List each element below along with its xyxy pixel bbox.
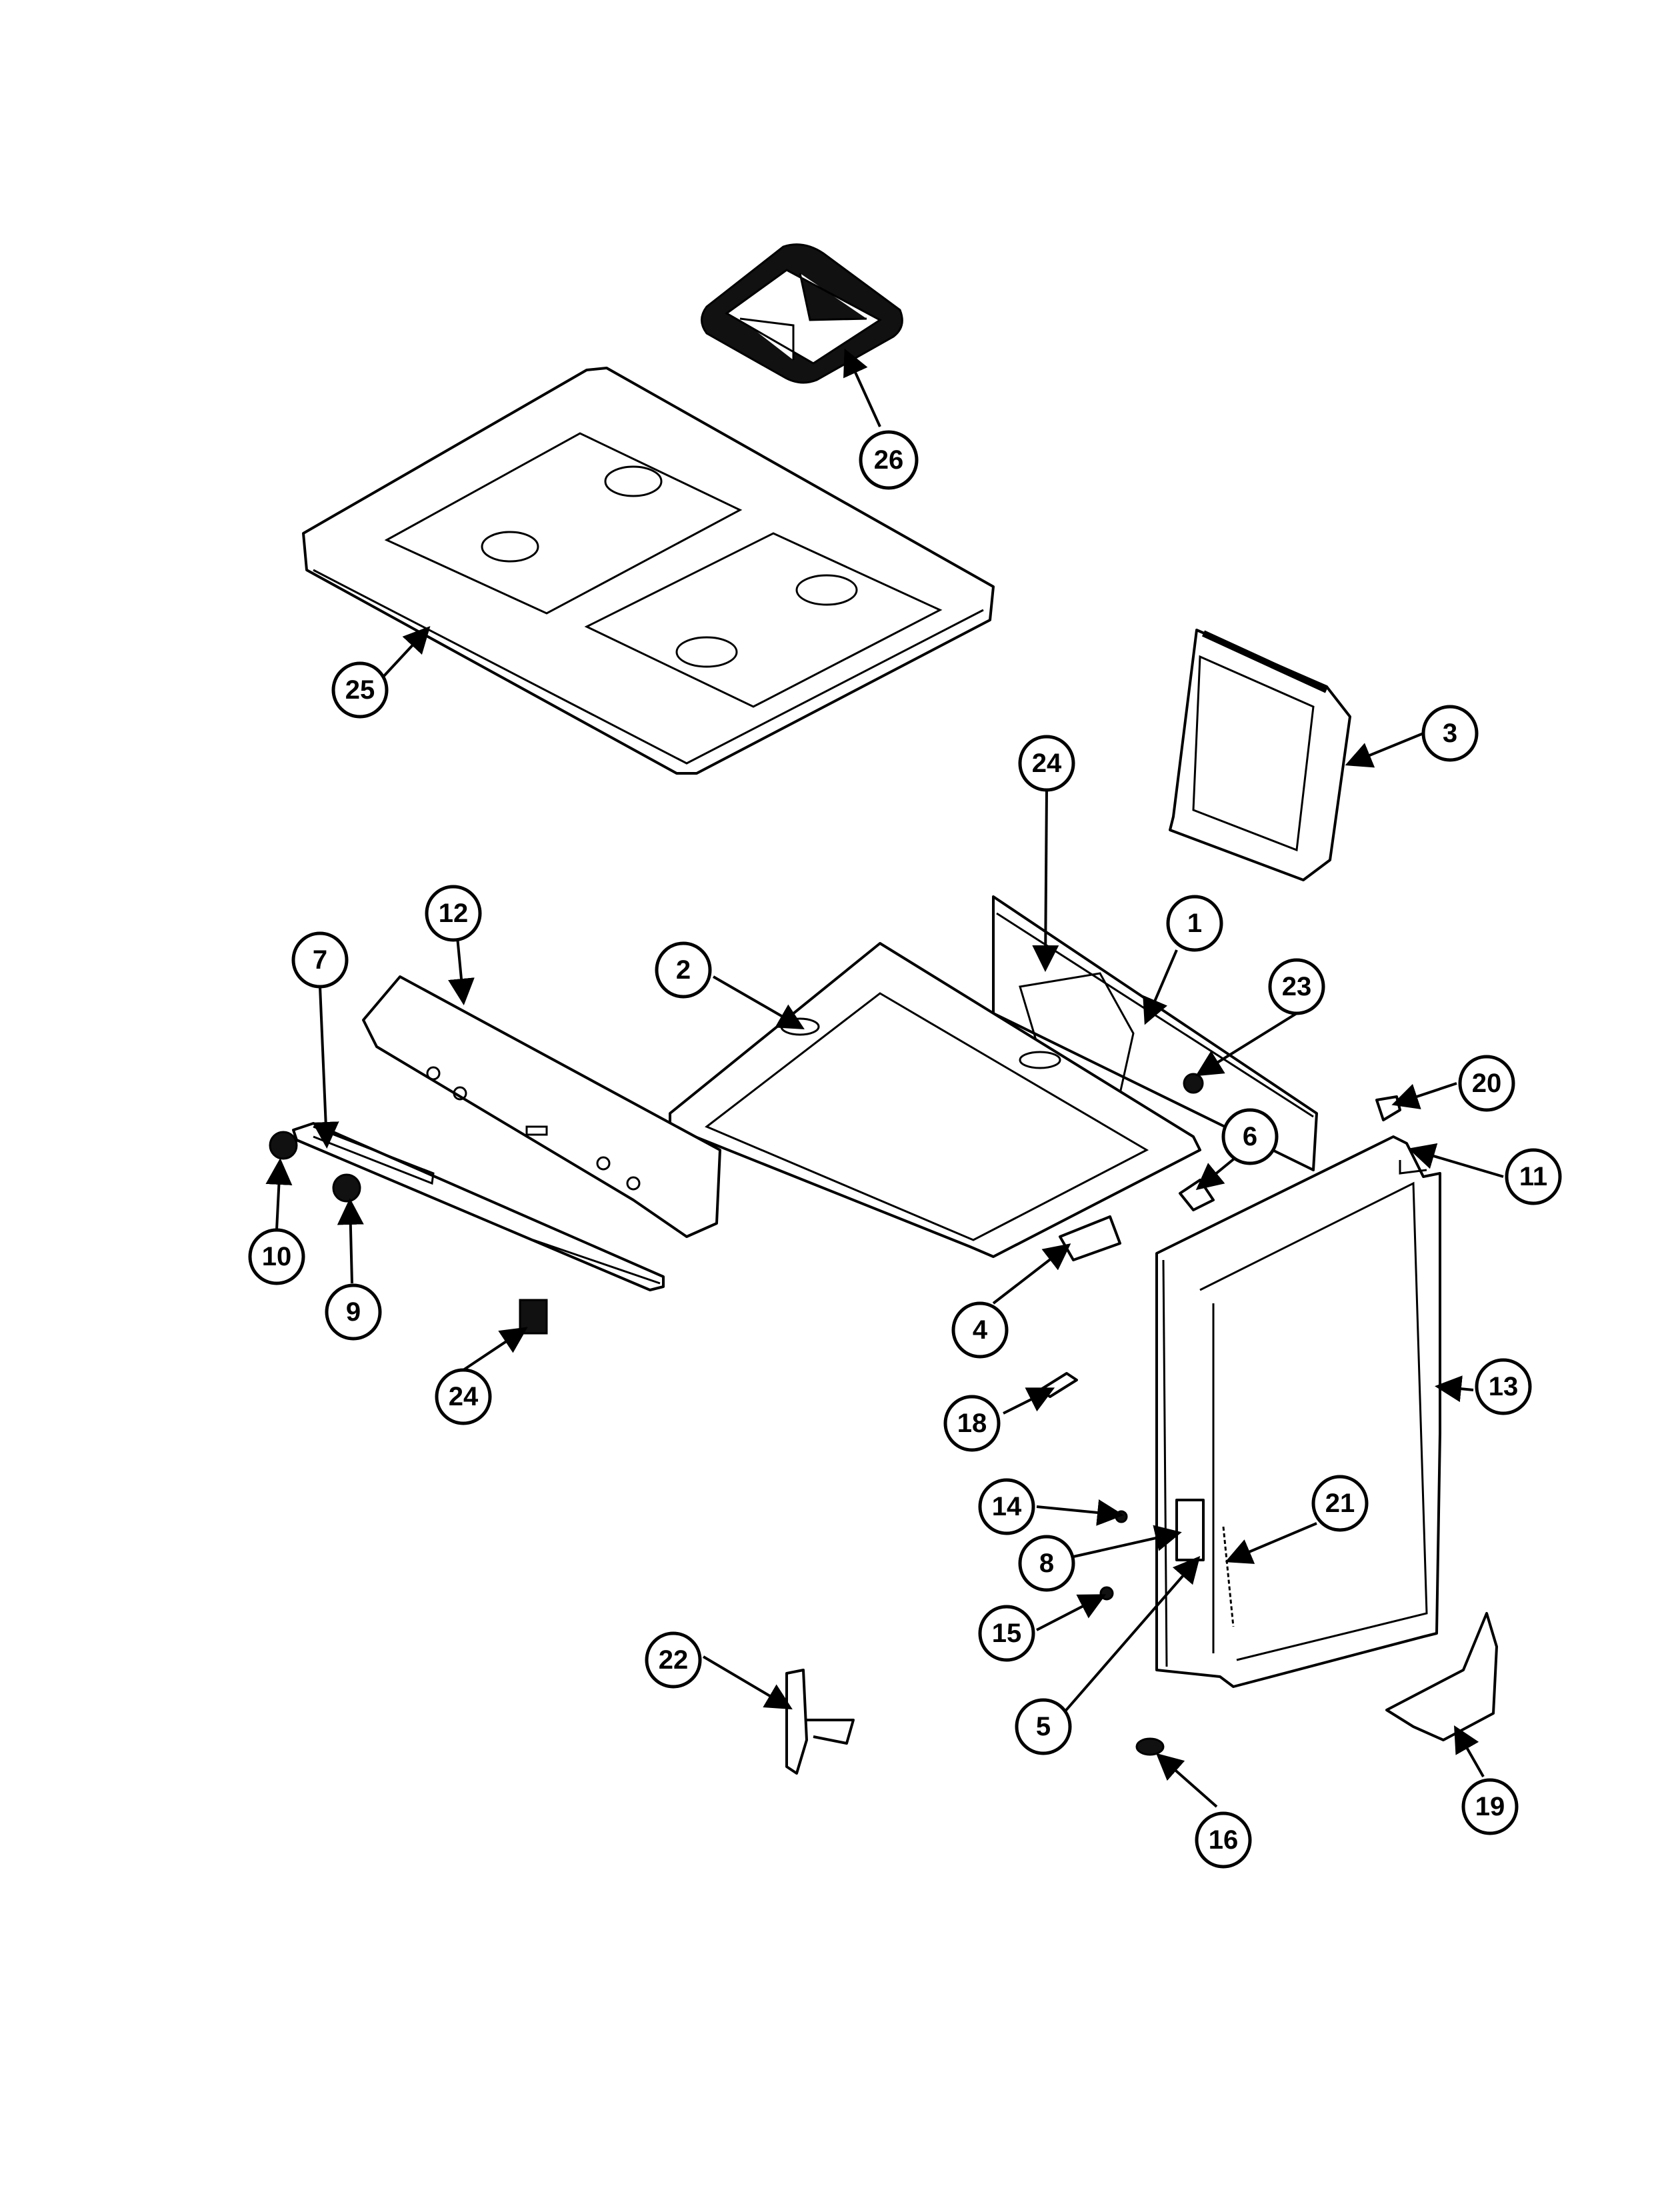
callout-7: 7 <box>291 931 349 989</box>
cooktop-part <box>302 367 995 775</box>
callout-24-top: 24 <box>1018 735 1075 792</box>
callout-9: 9 <box>325 1283 382 1341</box>
callout-number: 6 <box>1243 1122 1257 1151</box>
callout-26: 26 <box>859 430 919 490</box>
callout-10: 10 <box>248 1228 305 1285</box>
callout-number: 22 <box>659 1645 689 1675</box>
callout-12: 12 <box>425 885 482 942</box>
callout-4: 4 <box>951 1301 1009 1359</box>
callout-11: 11 <box>1505 1148 1562 1205</box>
callout-20: 20 <box>1458 1055 1515 1112</box>
small-fastener-part <box>1183 1073 1204 1094</box>
bracket-clip-part <box>1179 1179 1215 1211</box>
anti-tip-bracket-part <box>1385 1612 1498 1741</box>
leader-lines <box>265 348 1504 1808</box>
callout-6: 6 <box>1221 1108 1279 1165</box>
callout-number: 24 <box>1032 749 1062 778</box>
callout-3: 3 <box>1421 705 1479 762</box>
callout-number: 26 <box>874 445 904 475</box>
spring-part <box>1222 1526 1235 1627</box>
callout-22: 22 <box>645 1631 702 1689</box>
callout-number: 10 <box>262 1242 292 1271</box>
burner-grate-part <box>701 243 903 384</box>
callout-2: 2 <box>655 941 712 999</box>
callout-number: 25 <box>345 675 375 705</box>
front-frame-part <box>1155 1135 1441 1688</box>
callout-number: 7 <box>313 945 327 975</box>
callout-1: 1 <box>1166 895 1223 952</box>
back-splash-part <box>1169 629 1351 881</box>
callout-number: 3 <box>1443 719 1457 748</box>
callout-number: 5 <box>1036 1712 1051 1741</box>
manifold-panel-part <box>362 975 721 1238</box>
callout-number: 1 <box>1187 909 1202 938</box>
callout-number: 9 <box>346 1297 361 1327</box>
screw-part <box>1115 1510 1128 1523</box>
callout-number: 8 <box>1039 1549 1054 1578</box>
callout-number: 14 <box>992 1492 1022 1521</box>
callout-number: 2 <box>676 955 691 985</box>
callout-number: 16 <box>1209 1825 1239 1855</box>
callout-number: 4 <box>973 1315 988 1345</box>
callout-19: 19 <box>1461 1778 1519 1835</box>
callout-number: 18 <box>957 1409 987 1438</box>
callout-13: 13 <box>1475 1358 1532 1415</box>
callout-24-bottom: 24 <box>435 1368 492 1425</box>
callout-15: 15 <box>978 1605 1035 1662</box>
callout-8: 8 <box>1018 1535 1075 1592</box>
bracket-part <box>1059 1215 1121 1261</box>
callout-5: 5 <box>1015 1698 1072 1755</box>
callout-23: 23 <box>1268 958 1325 1015</box>
callout-number: 11 <box>1519 1162 1547 1191</box>
switch-part <box>519 1299 548 1335</box>
callout-number: 24 <box>449 1382 479 1411</box>
leveling-leg-part <box>1135 1737 1165 1756</box>
small-clip-part <box>1375 1095 1401 1121</box>
nut-part <box>1099 1586 1114 1601</box>
valve-part <box>785 1669 855 1775</box>
callout-number: 21 <box>1325 1489 1355 1518</box>
hinge-part <box>1175 1499 1205 1561</box>
callout-number: 20 <box>1472 1069 1502 1098</box>
callout-16: 16 <box>1195 1811 1252 1869</box>
callout-21: 21 <box>1311 1475 1369 1532</box>
callout-18: 18 <box>943 1395 1001 1452</box>
callout-number: 13 <box>1489 1372 1519 1401</box>
callout-number: 15 <box>992 1619 1022 1648</box>
callout-number: 19 <box>1475 1792 1505 1821</box>
callout-14: 14 <box>978 1478 1035 1535</box>
callout-number: 12 <box>439 899 469 928</box>
callout-25: 25 <box>331 661 389 719</box>
callout-number: 23 <box>1282 972 1312 1001</box>
